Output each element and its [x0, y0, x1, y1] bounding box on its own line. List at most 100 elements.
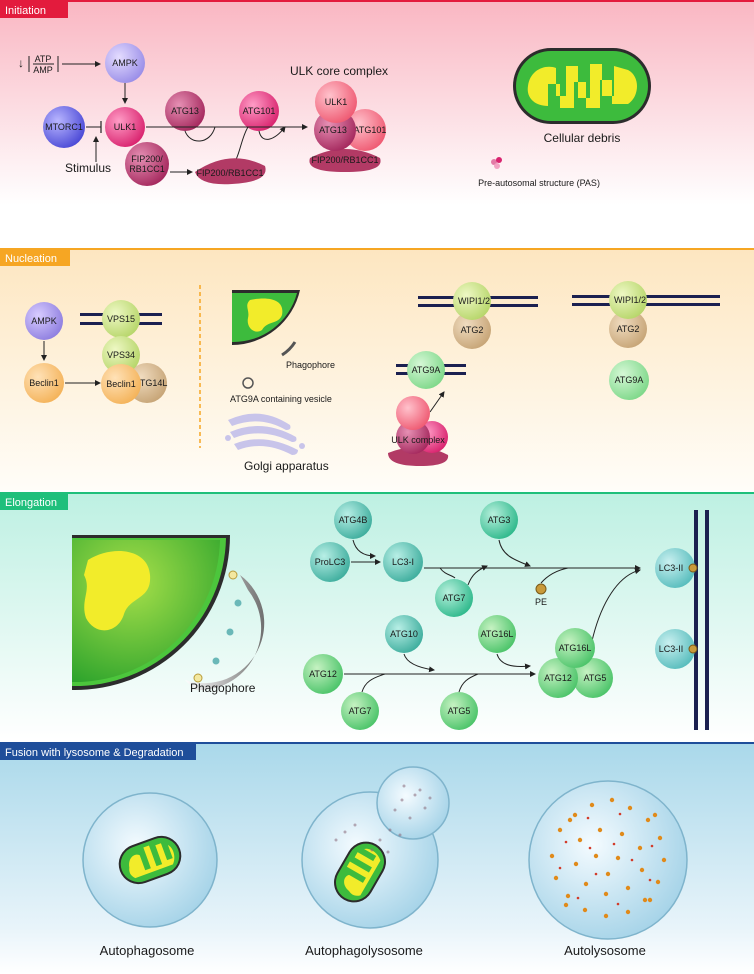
atg10-node — [385, 615, 423, 653]
fip200-label-1: FIP200/ — [131, 154, 163, 164]
elo-mitochondrion — [72, 535, 230, 691]
initiation-header: Initiation — [5, 5, 46, 17]
atg4b-label: ATG4B — [339, 515, 368, 525]
ulk-complex-label: ULK complex — [391, 435, 445, 445]
atg9a-b-label: ATG9A — [615, 375, 644, 385]
fusion-header: Fusion with lysosome & Degradation — [5, 747, 184, 759]
ampk-node — [105, 43, 145, 83]
autolysosome-shape — [528, 780, 688, 940]
mtorc1-node — [43, 106, 85, 148]
pe-label: PE — [535, 597, 547, 607]
nuc-ampk-node — [25, 302, 63, 340]
elo-phagophore-label: Phagophore — [190, 681, 256, 695]
atg16l-label: ATG16L — [481, 629, 514, 639]
stimulus-label: Stimulus — [65, 161, 111, 175]
atg9a-b-node — [609, 360, 649, 400]
lc3i-node — [383, 542, 423, 582]
autophagosome-label: Autophagosome — [100, 943, 195, 958]
atg7a-node — [435, 579, 473, 617]
atg7b-node — [341, 692, 379, 730]
autolysosome-label: Autolysosome — [564, 943, 646, 958]
fip200-node — [125, 142, 169, 186]
atg12-label: ATG12 — [309, 669, 337, 679]
lc3ii-a-node — [655, 548, 695, 588]
mtorc1-label: MTORC1 — [45, 122, 83, 132]
golgi-icon — [225, 413, 305, 455]
core-atg101-node — [344, 109, 386, 151]
c-atg16l-node — [555, 628, 595, 668]
c-atg12-node — [538, 658, 578, 698]
atg7b-label: ATG7 — [349, 706, 372, 716]
core-ulk1-node — [315, 81, 357, 123]
atg9a-vesicle-label: ATG9A containing vesicle — [230, 394, 332, 404]
c-atg16l-label: ATG16L — [559, 643, 592, 653]
golgi-label: Golgi apparatus — [244, 459, 329, 473]
wipi-a-label: WIPI1/2 — [458, 296, 490, 306]
vps34-label: VPS34 — [107, 350, 135, 360]
nuc-phagophore-label: Phagophore — [286, 360, 335, 370]
pas-label: Pre-autosomal structure (PAS) — [478, 178, 600, 188]
nuc-beclin1b-node — [101, 364, 141, 404]
atg3-node — [480, 501, 518, 539]
wipi-b-label: WIPI1/2 — [614, 295, 646, 305]
c-atg5-label: ATG5 — [584, 673, 607, 683]
atg101-node — [239, 91, 279, 131]
atg5-label: ATG5 — [448, 706, 471, 716]
fip200-bar-label: FIP200/RB1CC1 — [196, 168, 263, 178]
ulk1-node — [105, 107, 145, 147]
atg4b-node — [334, 501, 372, 539]
nuc-ulk-ulk1 — [396, 396, 430, 430]
atg2-a-node — [453, 311, 491, 349]
lc3i-label: LC3-I — [392, 557, 414, 567]
c-atg5-node — [573, 658, 613, 698]
mitochondrion-debris — [513, 48, 651, 124]
elongation-header: Elongation — [5, 497, 57, 509]
vps15-label: VPS15 — [107, 314, 135, 324]
decrease-arrow: ↓ — [18, 56, 24, 70]
nuc-beclin1-label: Beclin1 — [29, 378, 59, 388]
core-atg13-label: ATG13 — [319, 125, 347, 135]
pas-icon — [491, 157, 502, 169]
atg9a-a-node — [407, 351, 445, 389]
atg9a-a-label: ATG9A — [412, 365, 441, 375]
ampk-label: AMPK — [112, 58, 138, 68]
initiation-header-bar — [0, 2, 68, 18]
nuc-ampk-label: AMPK — [31, 316, 57, 326]
prolc3-node — [310, 542, 350, 582]
vps15-node — [102, 300, 140, 338]
wipi-b-node — [609, 281, 647, 319]
prolc3-label: ProLC3 — [315, 557, 346, 567]
core-fip200-label: FIP200/RB1CC1 — [311, 155, 378, 165]
atg2-b-node — [609, 310, 647, 348]
atg16l-node — [478, 615, 516, 653]
pe-icon — [535, 583, 547, 595]
core-ulk1-label: ULK1 — [325, 97, 348, 107]
nuc-ulk-atg13 — [396, 420, 430, 454]
atg13-label: ATG13 — [171, 106, 199, 116]
nucleation-header-bar — [0, 250, 70, 266]
c-atg12-label: ATG12 — [544, 673, 572, 683]
nucleation-header: Nucleation — [5, 253, 57, 265]
atg9a-vesicle-icon — [242, 377, 254, 389]
atp-label: ATP — [35, 54, 52, 64]
ulk1-label: ULK1 — [114, 122, 137, 132]
lc3ii-b-label: LC3-II — [659, 644, 684, 654]
core-fip200-bar — [309, 149, 381, 172]
atg3-label: ATG3 — [488, 515, 511, 525]
fusion-header-bar — [0, 744, 196, 760]
autophagosome-shape — [82, 792, 218, 928]
membrane-lc3 — [694, 510, 709, 730]
phagophore-shape — [281, 341, 297, 357]
core-atg101-label: ATG101 — [354, 125, 387, 135]
atg2-a-label: ATG2 — [461, 325, 484, 335]
amp-label: AMP — [33, 65, 53, 75]
autophagolysosome-shape — [301, 766, 450, 929]
atg7a-label: ATG7 — [443, 593, 466, 603]
atg13-node — [165, 91, 205, 131]
atg14l-label: ATG14L — [135, 378, 168, 388]
lc3ii-b-node — [655, 629, 695, 669]
initiation-panel: Initiation ↓ ATP AMP AMPK MTORC1 ULK1 St… — [0, 0, 754, 205]
atg12-node — [303, 654, 343, 694]
nuc-beclin1-node — [24, 363, 64, 403]
